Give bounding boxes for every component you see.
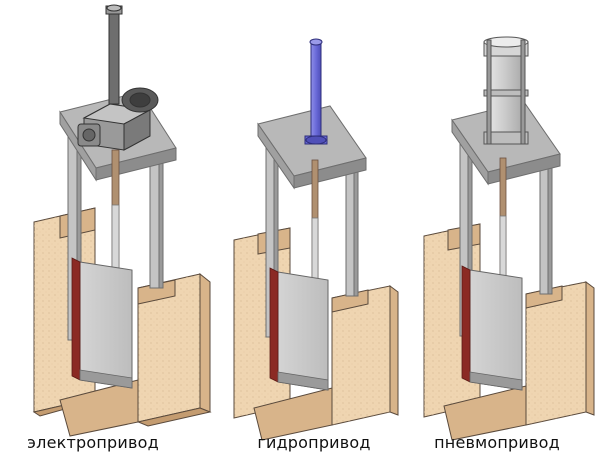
electric-drive-gate <box>32 4 212 437</box>
gate-leaf <box>461 265 523 391</box>
caption-hydraulic-drive: гидропривод <box>257 433 371 452</box>
pneumatic-actuator <box>483 36 529 145</box>
caption-electric-drive: электропривод <box>27 433 159 452</box>
electric-actuator <box>77 4 159 151</box>
hydraulic-actuator <box>304 38 328 145</box>
gate-leaf <box>269 267 329 391</box>
gate-leaf <box>71 257 133 389</box>
pneumatic-drive-gate <box>423 36 595 441</box>
hydraulic-drive-gate <box>233 38 399 441</box>
caption-pneumatic-drive: пневмопривод <box>434 433 560 452</box>
